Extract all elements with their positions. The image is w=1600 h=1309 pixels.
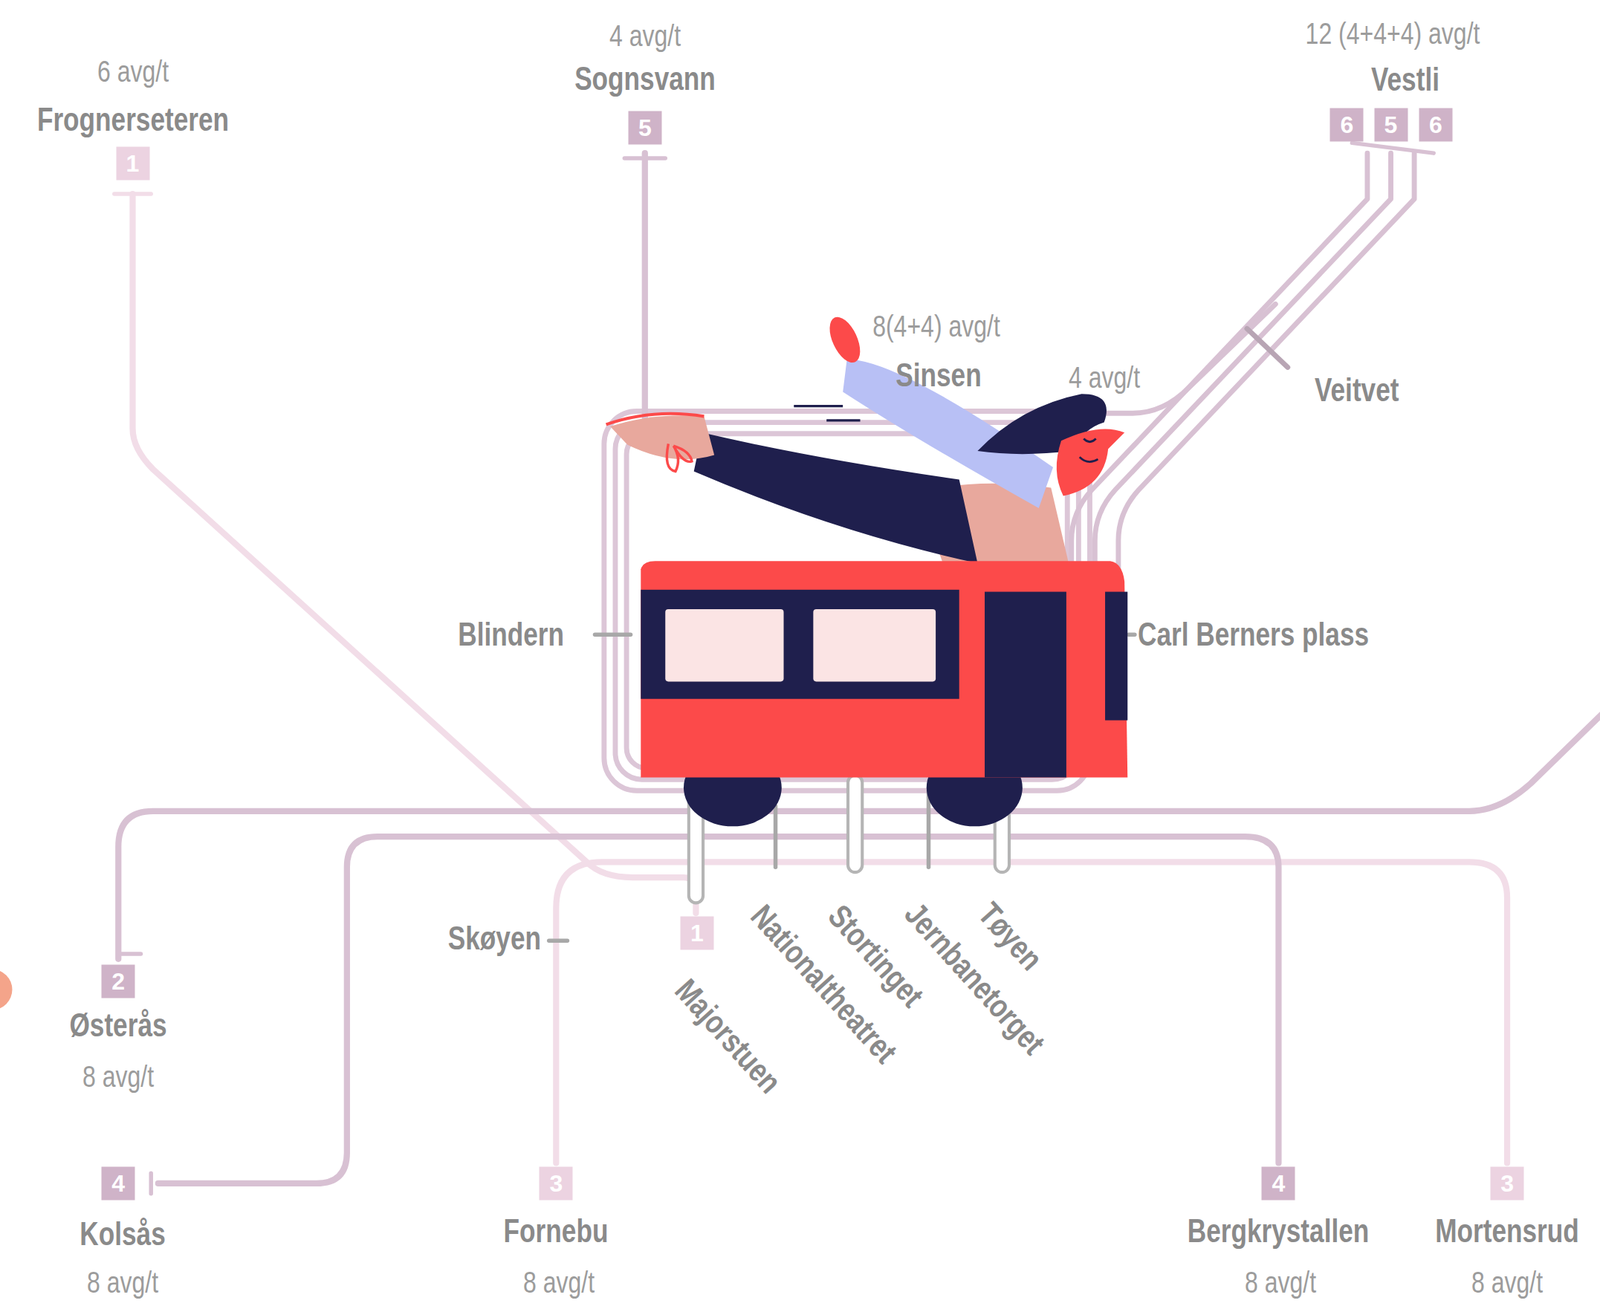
- station-name: Fornebu: [503, 1213, 609, 1250]
- edge-dot: [0, 969, 12, 1011]
- station-tick: [624, 156, 666, 160]
- line-badge: 3: [539, 1166, 573, 1201]
- line-4: [158, 836, 1279, 1184]
- station-name: Mortensrud: [1435, 1213, 1580, 1250]
- station-name: Sognsvann: [574, 60, 716, 97]
- frequency-label: 6 avg/t: [96, 54, 168, 88]
- station-tick: [1247, 328, 1288, 368]
- station-capsule: [847, 775, 863, 873]
- station-name: Vestli: [1371, 61, 1440, 98]
- line-sinsen: [1089, 303, 1276, 414]
- station-name: Skøyen: [448, 920, 542, 957]
- station-name: Sinsen: [896, 357, 982, 394]
- station-name: Kolsås: [79, 1216, 165, 1253]
- station-name: Veitvet: [1314, 371, 1400, 408]
- line-badge: 6: [1330, 107, 1364, 142]
- station-name: Carl Berners plass: [1137, 616, 1369, 653]
- station-tick: [120, 951, 141, 956]
- frequency-label: 8(4+4) avg/t: [873, 309, 1002, 343]
- station-name: Østerås: [69, 1007, 168, 1044]
- frequency-label: 8 avg/t: [523, 1266, 595, 1300]
- line-badge: 1: [115, 146, 150, 180]
- station-name: Majorstuen: [668, 972, 789, 1101]
- frequency-label: 8 avg/t: [82, 1060, 154, 1094]
- station-tick: [773, 806, 778, 868]
- line-badge: 2: [101, 964, 136, 999]
- frequency-label: 8 avg/t: [86, 1266, 159, 1300]
- frequency-label: 8 avg/t: [1244, 1266, 1317, 1300]
- station-tick: [148, 1173, 153, 1194]
- station-tick: [1128, 632, 1135, 637]
- frequency-label: 8 avg/t: [1471, 1266, 1543, 1300]
- line-1: [133, 193, 697, 914]
- line-badge: 6: [1418, 107, 1453, 142]
- train-illustration: [606, 312, 1129, 828]
- line-badge: 5: [1374, 107, 1408, 142]
- station-name: Blindern: [458, 616, 565, 653]
- station-tick: [549, 938, 568, 943]
- station-name: Bergkrystallen: [1187, 1213, 1370, 1250]
- line-badge: 3: [1490, 1166, 1525, 1201]
- frequency-label: 12 (4+4+4) avg/t: [1305, 17, 1481, 50]
- line-badge: 4: [1261, 1166, 1296, 1201]
- station-name: Frognerseteren: [36, 101, 229, 137]
- line-badge: 5: [627, 110, 662, 145]
- station-tick: [595, 632, 631, 637]
- station-tick: [114, 191, 151, 196]
- station-tick: [926, 790, 931, 868]
- line-badge: 1: [679, 917, 714, 951]
- station-tick: [1351, 142, 1434, 154]
- line-badge: 4: [101, 1166, 136, 1201]
- line-vestli: [1118, 153, 1415, 613]
- frequency-label: 4 avg/t: [1068, 361, 1140, 394]
- frequency-label: 4 avg/t: [609, 19, 681, 53]
- line-5: [642, 153, 649, 419]
